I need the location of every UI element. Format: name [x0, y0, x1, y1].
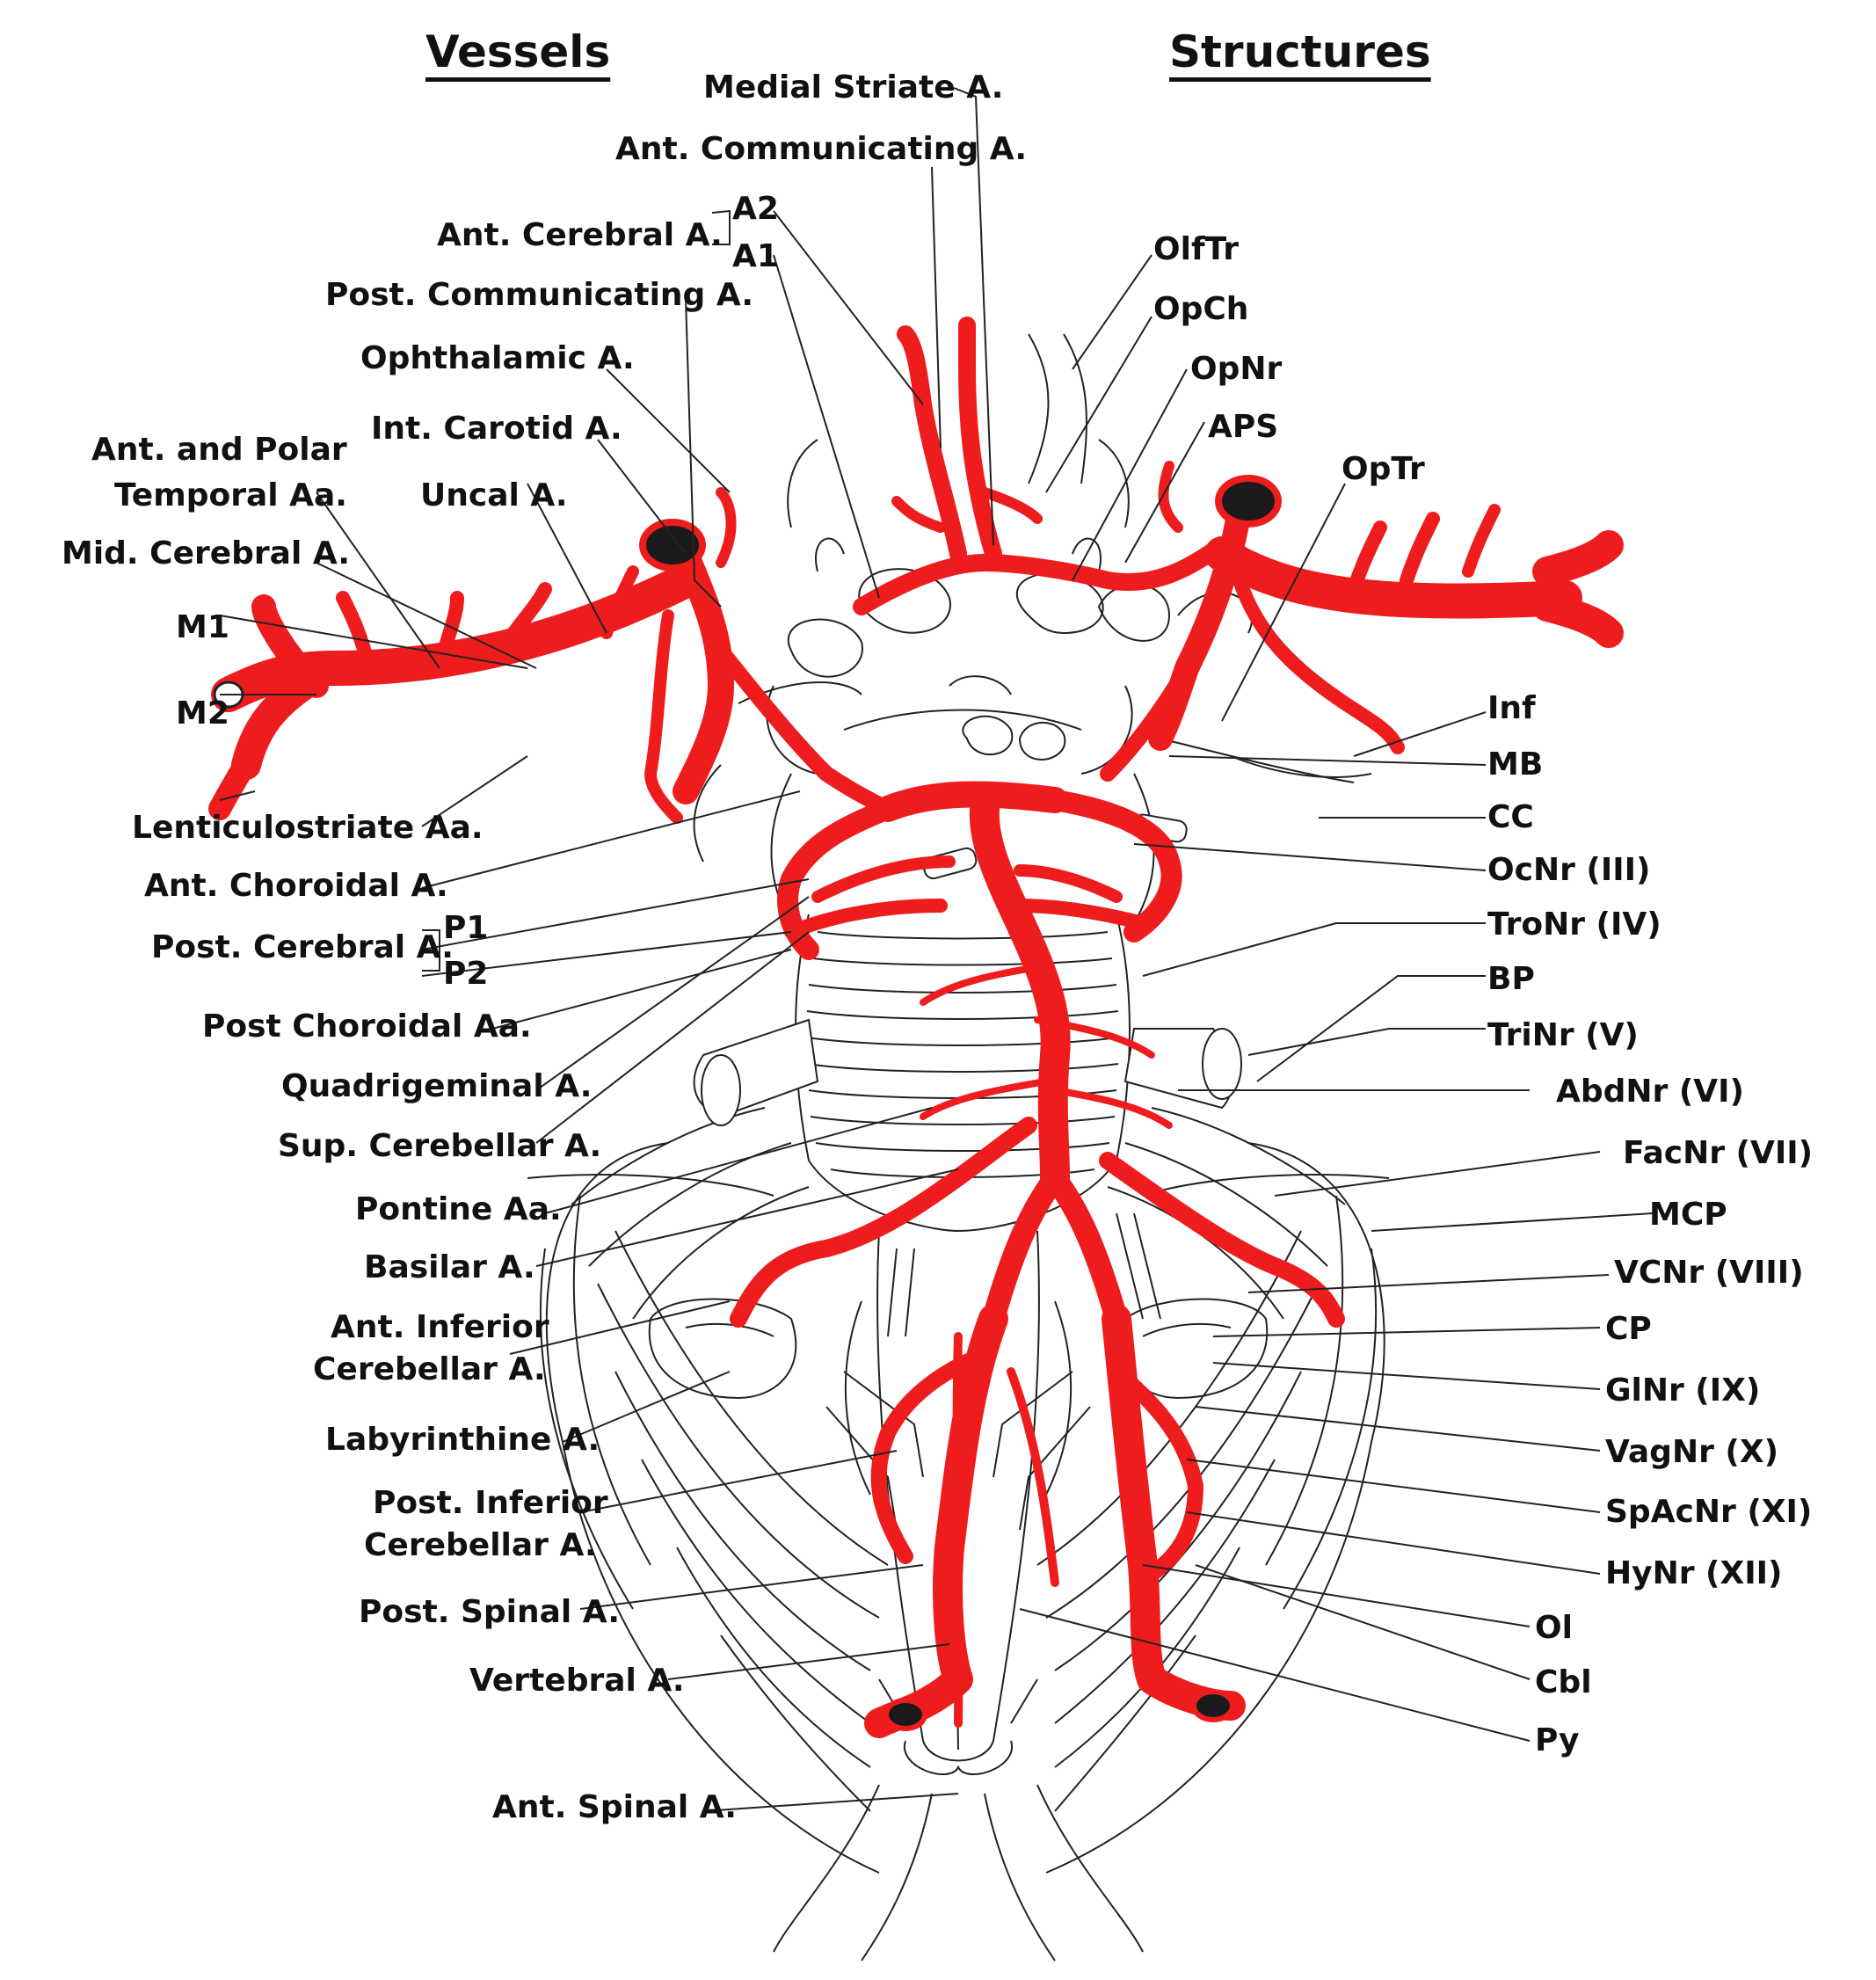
- arteries: [208, 317, 1624, 1738]
- label-mid-cerebral: Mid. Cerebral A.: [62, 535, 351, 571]
- label-hynr: HyNr (XII): [1605, 1555, 1783, 1591]
- label-p2: P2: [443, 956, 489, 992]
- label-uncal: Uncal A.: [420, 477, 568, 513]
- label-trinr: TriNr (V): [1487, 1017, 1639, 1053]
- label-medial-striate: Medial Striate A.: [703, 69, 1004, 106]
- label-facnr: FacNr (VII): [1623, 1135, 1814, 1171]
- label-a1: A1: [732, 238, 779, 274]
- label-basilar: Basilar A.: [364, 1249, 535, 1285]
- label-spacnr: SpAcNr (XI): [1605, 1494, 1813, 1530]
- label-olftr: OlfTr: [1153, 231, 1239, 267]
- label-quadrigeminal: Quadrigeminal A.: [281, 1068, 593, 1104]
- label-post-cerebral: Post. Cerebral A.: [151, 929, 454, 965]
- label-pica-2: Cerebellar A.: [364, 1527, 597, 1563]
- label-ophthalmic: Ophthalamic A.: [360, 340, 635, 376]
- label-sup-cerebellar: Sup. Cerebellar A.: [278, 1128, 602, 1164]
- label-aps: APS: [1208, 409, 1279, 445]
- label-pontine: Pontine Aa.: [355, 1191, 562, 1227]
- label-labyrinthine: Labyrinthine A.: [325, 1422, 600, 1458]
- label-mcp: MCP: [1649, 1197, 1727, 1233]
- label-ol: Ol: [1535, 1610, 1573, 1646]
- label-int-carotid: Int. Carotid A.: [371, 411, 622, 447]
- label-glnr: GlNr (IX): [1605, 1372, 1761, 1409]
- label-ant-polar-temporal-2: Temporal Aa.: [114, 477, 347, 513]
- label-py: Py: [1535, 1722, 1580, 1758]
- label-m2: M2: [176, 695, 229, 732]
- label-p1: P1: [443, 910, 489, 946]
- label-ant-spinal: Ant. Spinal A.: [492, 1789, 737, 1825]
- label-opch: OpCh: [1153, 291, 1249, 327]
- label-bp: BP: [1487, 961, 1535, 997]
- label-ant-cerebral: Ant. Cerebral A.: [437, 217, 723, 253]
- label-inf: Inf: [1487, 690, 1536, 726]
- label-abdnr: AbdNr (VI): [1556, 1074, 1744, 1110]
- label-optr: OpTr: [1342, 451, 1425, 487]
- label-vertebral: Vertebral A.: [469, 1663, 685, 1699]
- leader-lines: [219, 87, 1654, 1812]
- label-tronr: TroNr (IV): [1487, 906, 1661, 943]
- label-post-spinal: Post. Spinal A.: [359, 1594, 620, 1630]
- label-pica-1: Post. Inferior: [373, 1485, 608, 1521]
- label-vcnr: VCNr (VIII): [1614, 1255, 1804, 1291]
- label-ant-communicating: Ant. Communicating A.: [615, 131, 1027, 167]
- label-m1: M1: [176, 609, 229, 645]
- label-opnr: OpNr: [1190, 351, 1283, 387]
- label-lenticulostriate: Lenticulostriate Aa.: [132, 810, 484, 846]
- label-aica-1: Ant. Inferior: [331, 1309, 549, 1345]
- label-mb: MB: [1487, 746, 1544, 783]
- label-aica-2: Cerebellar A.: [313, 1351, 546, 1387]
- label-ant-polar-temporal-1: Ant. and Polar: [91, 432, 347, 468]
- label-cc: CC: [1487, 799, 1534, 835]
- label-ant-choroidal: Ant. Choroidal A.: [144, 868, 448, 904]
- label-post-communicating: Post. Communicating A.: [325, 277, 754, 313]
- label-post-choroidal: Post Choroidal Aa.: [202, 1008, 532, 1045]
- label-cbl: Cbl: [1535, 1664, 1592, 1700]
- header-structures: Structures: [1169, 26, 1431, 77]
- label-ocnr: OcNr (III): [1487, 852, 1651, 888]
- label-vagnr: VagNr (X): [1605, 1434, 1779, 1470]
- header-vessels: Vessels: [425, 26, 611, 77]
- label-cp: CP: [1605, 1311, 1652, 1347]
- vessel-cut-ends: [213, 475, 1282, 1731]
- label-a2: A2: [732, 191, 779, 227]
